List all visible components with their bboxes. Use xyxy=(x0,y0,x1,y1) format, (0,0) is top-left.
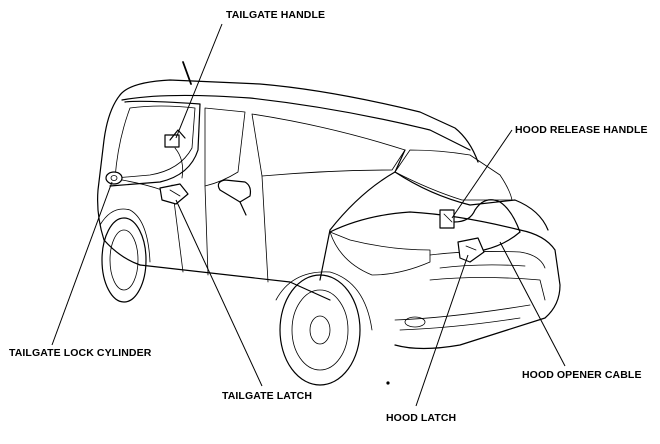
leader-tailgate-handle xyxy=(175,23,223,139)
leader-lines xyxy=(51,23,566,407)
leader-hood-opener-cable xyxy=(499,241,566,367)
label-hood-release-handle: HOOD RELEASE HANDLE xyxy=(515,124,648,136)
label-hood-latch: HOOD LATCH xyxy=(386,412,457,424)
leader-tailgate-latch xyxy=(175,199,263,387)
label-tailgate-handle: TAILGATE HANDLE xyxy=(226,9,326,21)
label-tailgate-lock-cylinder: TAILGATE LOCK CYLINDER xyxy=(9,347,152,359)
label-tailgate-latch: TAILGATE LATCH xyxy=(222,390,313,402)
leader-hood-release-handle xyxy=(451,129,513,219)
car-outline xyxy=(97,61,561,386)
leader-tailgate-lock-cylinder xyxy=(51,181,113,346)
leader-hood-latch xyxy=(415,254,469,407)
label-hood-opener-cable: HOOD OPENER CABLE xyxy=(522,369,642,381)
